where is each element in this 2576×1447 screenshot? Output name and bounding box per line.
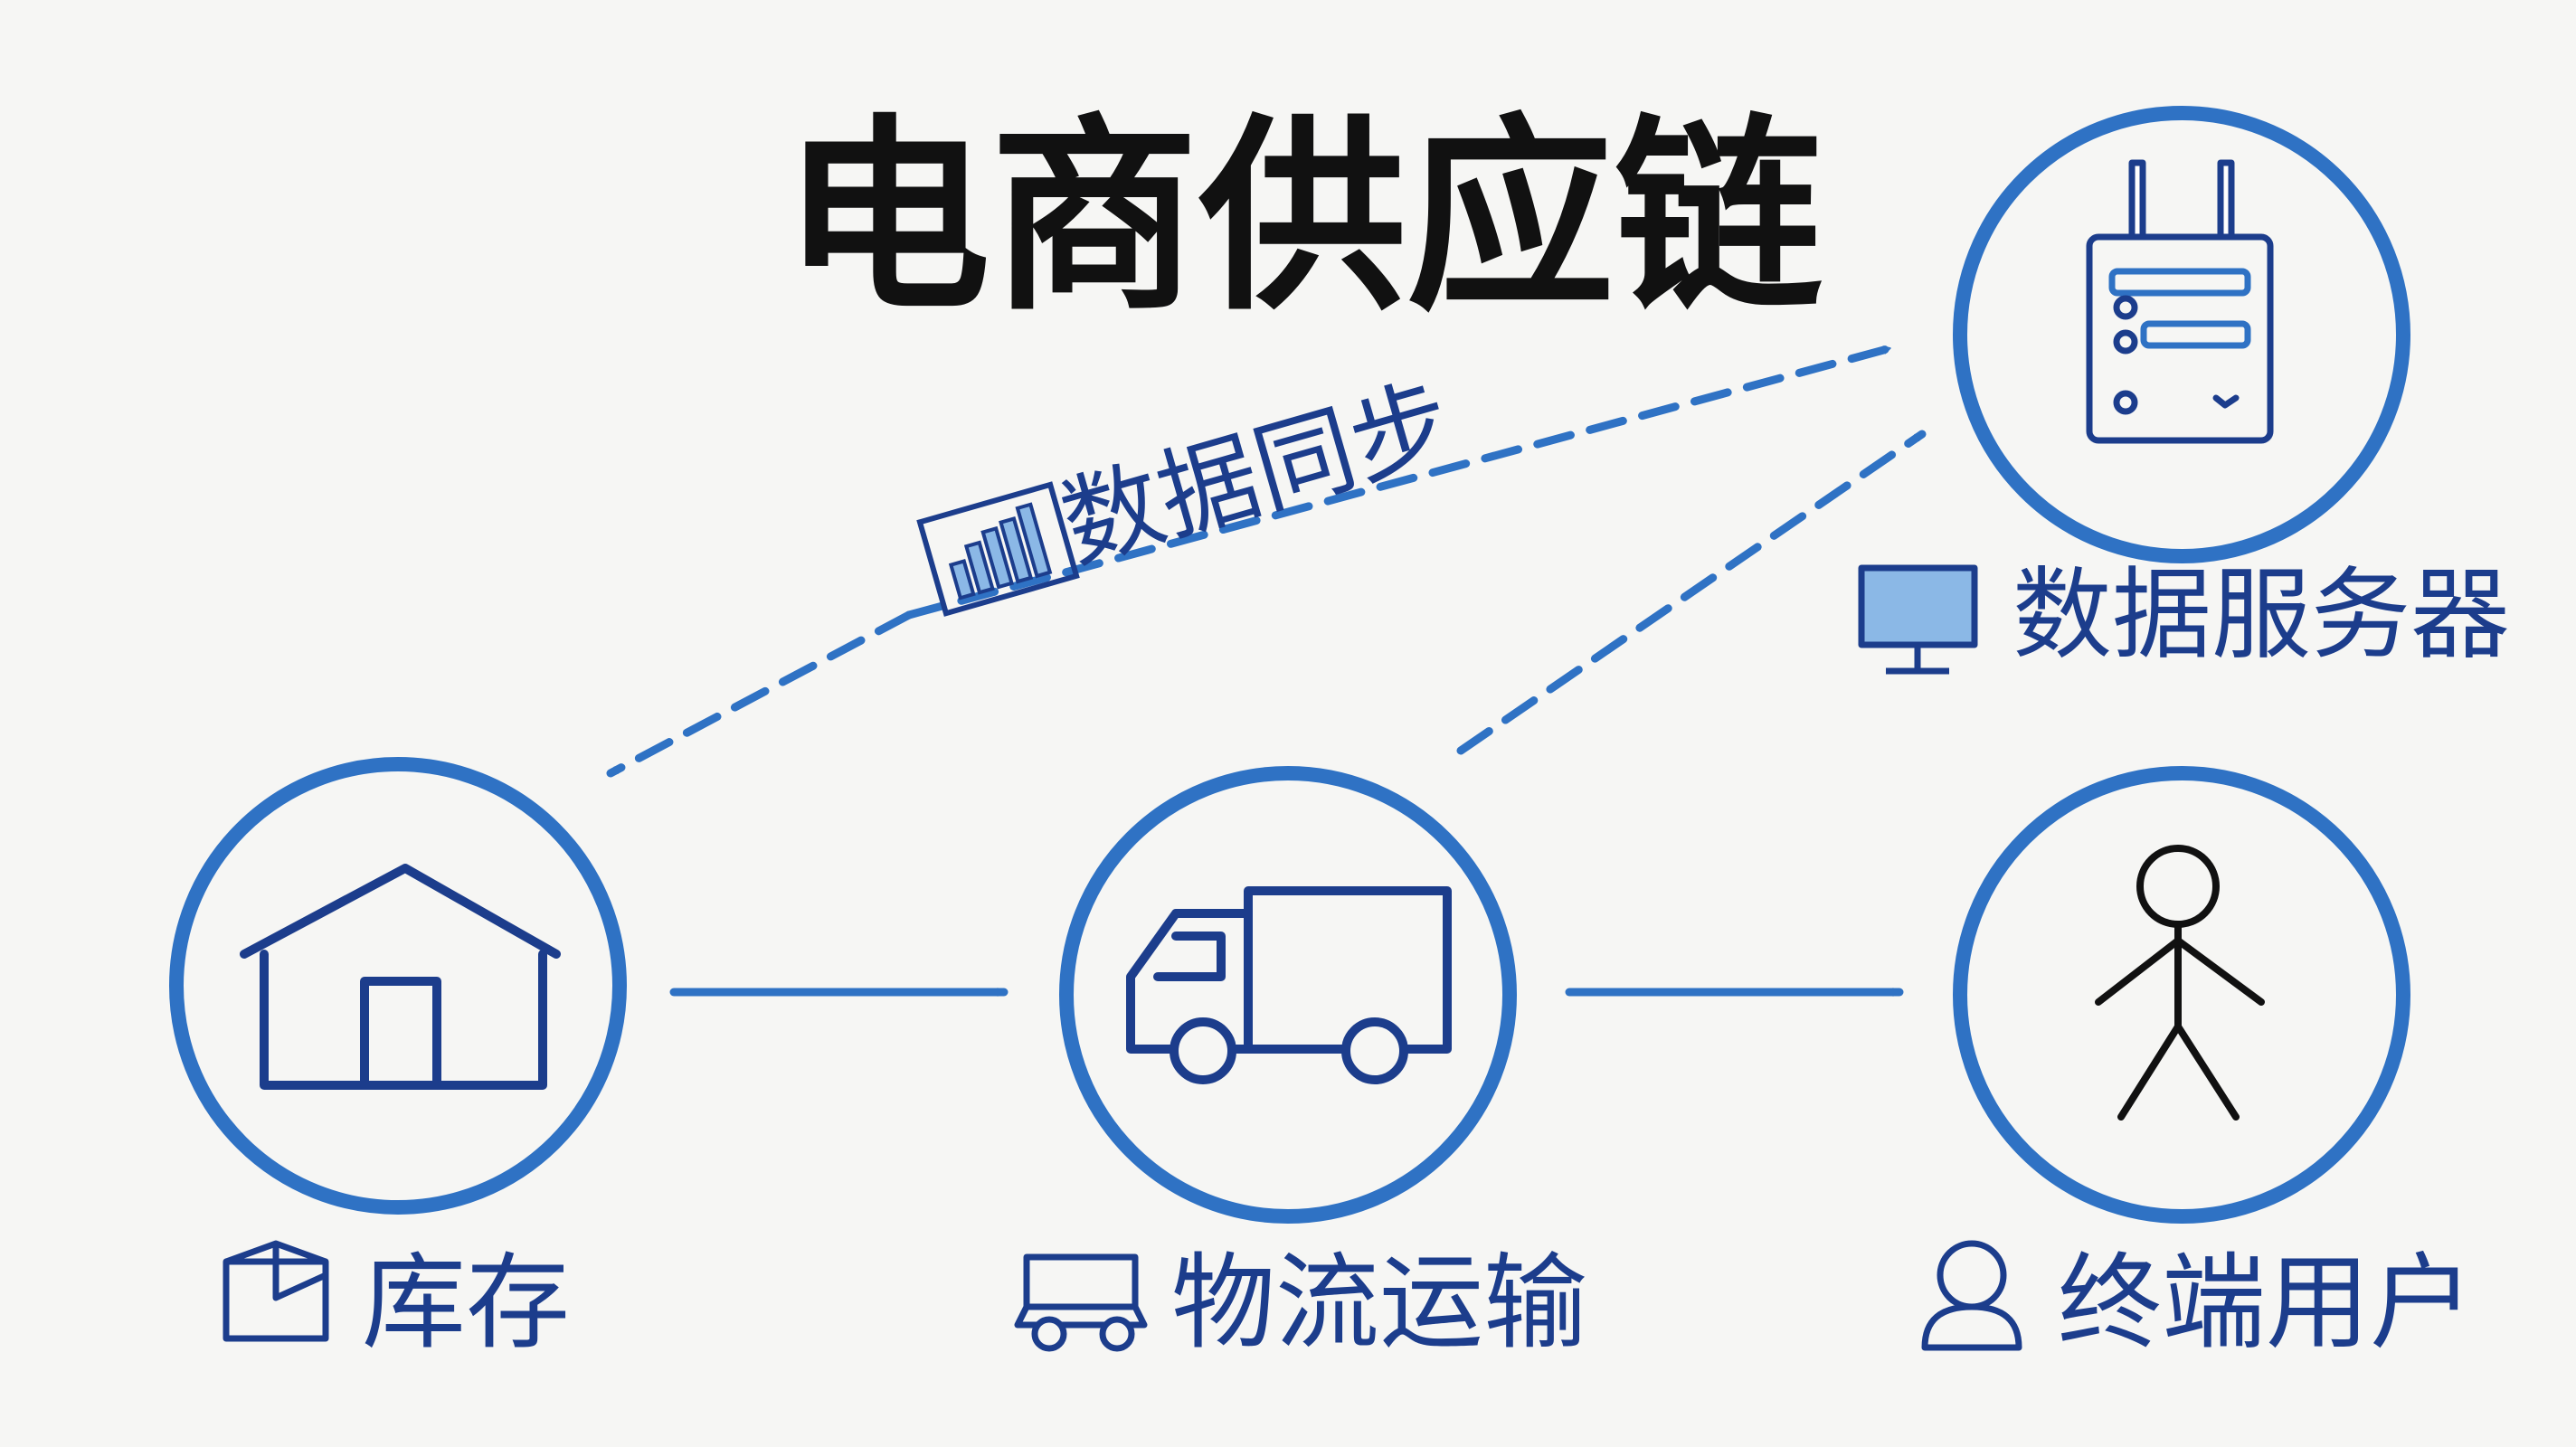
inventory-label: 库存 (362, 1243, 570, 1364)
house-icon (240, 864, 561, 1090)
sync-label: 数据同步 (1049, 363, 1463, 583)
van-icon (1014, 1253, 1148, 1352)
dashed-arrow-logistics-to-server (1456, 430, 1927, 755)
server-rack-icon (2086, 159, 2274, 444)
stick-figure-icon (2095, 845, 2265, 1121)
dashed-arrow-sync-to-inventory (606, 610, 914, 778)
inventory-node-circle (169, 757, 627, 1215)
logistics-node-circle (1059, 766, 1517, 1224)
user-icon (1921, 1240, 2022, 1351)
page-title: 电商供应链 (782, 98, 1823, 339)
monitor-icon (1858, 564, 1978, 675)
data-server-label: 数据服务器 (2012, 557, 2510, 673)
end-user-label: 终端用户 (2058, 1243, 2474, 1364)
end-user-node-circle (1953, 766, 2410, 1224)
bar-chart-icon (916, 481, 1080, 617)
truck-icon (1126, 886, 1452, 1084)
box-icon (223, 1240, 329, 1342)
logistics-label: 物流运输 (1171, 1243, 1587, 1364)
data-server-node-circle (1953, 106, 2410, 563)
